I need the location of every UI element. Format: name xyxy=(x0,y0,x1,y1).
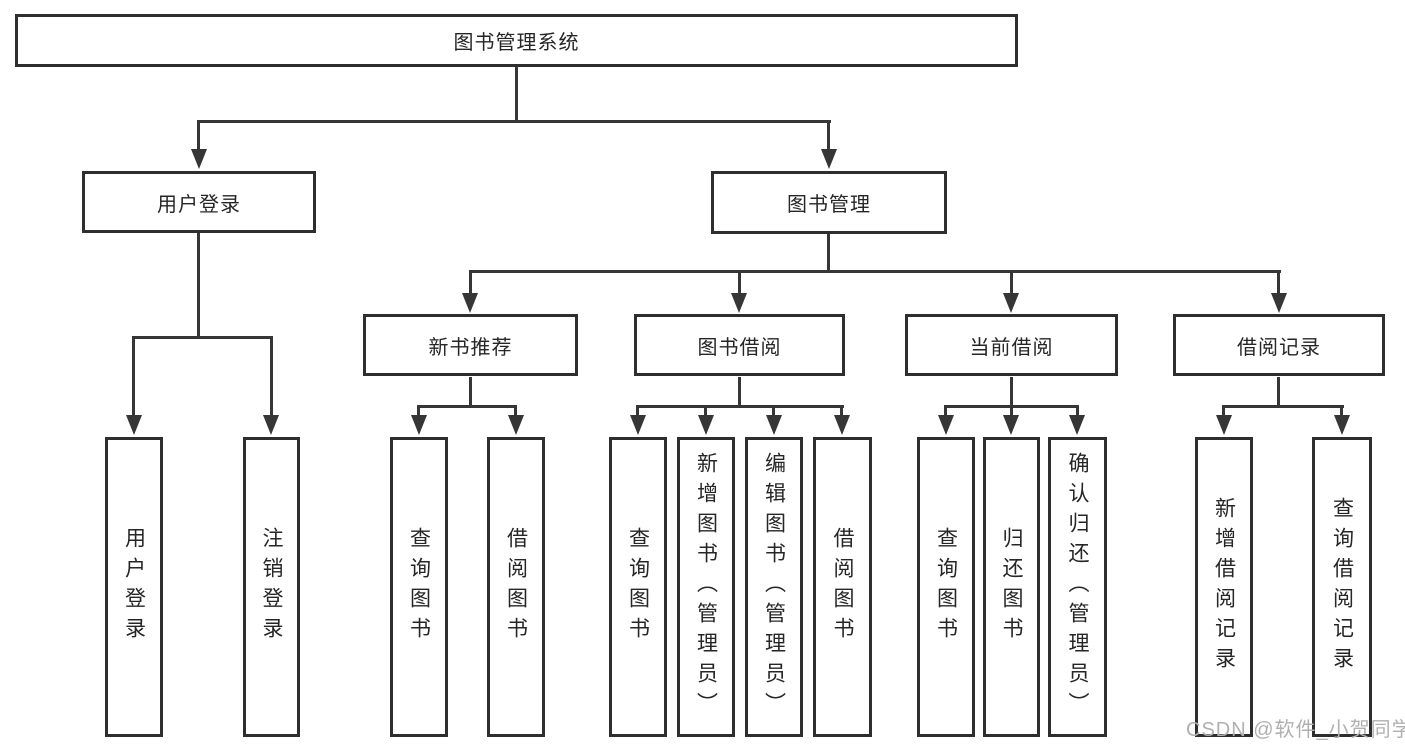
connector-trunk xyxy=(1010,377,1013,407)
connector-rail xyxy=(418,405,517,408)
connector-stem xyxy=(1076,405,1079,417)
node-library-system: 图书管理系统 xyxy=(15,14,1018,67)
node-bb-edit-books-admin: 编辑图书（管理员） xyxy=(745,437,803,737)
connector-rail xyxy=(1222,405,1344,408)
arrowhead-down-icon xyxy=(126,415,142,435)
arrowhead-down-icon xyxy=(263,415,279,435)
connector-stem xyxy=(636,405,639,417)
connector-trunk xyxy=(469,377,472,407)
node-bb-borrow-books: 借阅图书 xyxy=(813,437,872,737)
arrowhead-down-icon xyxy=(1069,415,1085,435)
connector-stem xyxy=(1222,405,1225,417)
node-label: 借阅图书 xyxy=(831,527,854,647)
connector-trunk xyxy=(1277,377,1280,407)
connector-trunk xyxy=(738,377,741,407)
connector-stem xyxy=(738,270,741,294)
arrowhead-down-icon xyxy=(191,149,207,169)
connector-stem xyxy=(704,405,707,417)
connector-rail xyxy=(637,405,844,408)
arrowhead-down-icon xyxy=(731,293,747,313)
node-label: 归还图书 xyxy=(1000,527,1023,647)
connector-stem xyxy=(417,405,420,417)
node-label: 注销登录 xyxy=(260,527,283,647)
node-cb-return-books: 归还图书 xyxy=(983,437,1040,737)
connector-stem xyxy=(1340,405,1343,417)
node-label: 新书推荐 xyxy=(428,336,513,359)
connector-stem xyxy=(1010,270,1013,294)
connector-l3-rail xyxy=(469,270,1281,273)
node-nbr-borrow-books: 借阅图书 xyxy=(487,437,545,737)
connector-root-trunk xyxy=(515,66,518,122)
connector-stem xyxy=(1010,405,1013,417)
node-login: 用户登录 xyxy=(105,437,163,737)
node-label: 用户登录 xyxy=(157,193,241,216)
connector-stem xyxy=(197,120,200,150)
connector-stem xyxy=(132,336,135,416)
node-label: 图书管理 xyxy=(787,194,871,216)
arrowhead-down-icon xyxy=(766,415,782,435)
node-cb-query-books: 查询图书 xyxy=(917,437,975,737)
arrowhead-down-icon xyxy=(1271,293,1287,313)
arrowhead-down-icon xyxy=(1003,293,1019,313)
node-cb-confirm-return-admin: 确认归还（管理员） xyxy=(1048,437,1107,737)
node-user-login: 用户登录 xyxy=(82,171,316,233)
node-nbr-query-books: 查询图书 xyxy=(390,437,448,737)
node-book-borrowing: 图书借阅 xyxy=(634,314,845,376)
node-label: 借阅记录 xyxy=(1237,336,1321,359)
arrowhead-down-icon xyxy=(938,415,954,435)
arrowhead-down-icon xyxy=(462,293,478,313)
node-bb-add-books-admin: 新增图书（管理员） xyxy=(677,437,735,737)
connector-user-login-trunk xyxy=(197,233,200,338)
node-label: 查询图书 xyxy=(407,527,431,647)
arrowhead-down-icon xyxy=(1003,415,1019,435)
node-label: 用户登录 xyxy=(122,527,146,647)
node-br-add-record: 新增借阅记录 xyxy=(1195,437,1253,737)
arrowhead-down-icon xyxy=(1216,415,1232,435)
connector-stem xyxy=(1277,270,1280,294)
arrowhead-down-icon xyxy=(821,149,837,169)
arrowhead-down-icon xyxy=(834,415,850,435)
node-br-query-record: 查询借阅记录 xyxy=(1312,437,1372,737)
node-logout: 注销登录 xyxy=(243,437,300,737)
node-book-management: 图书管理 xyxy=(711,171,947,234)
arrowhead-down-icon xyxy=(1334,415,1350,435)
node-bb-query-books: 查询图书 xyxy=(609,437,667,737)
node-label: 新增借阅记录 xyxy=(1212,497,1236,677)
arrowhead-down-icon xyxy=(411,415,427,435)
watermark: CSDN @软件_小贺同学 xyxy=(1186,719,1405,741)
node-borrow-records: 借阅记录 xyxy=(1173,314,1385,376)
node-current-borrowing: 当前借阅 xyxy=(905,314,1118,376)
node-label: 确认归还（管理员） xyxy=(1066,452,1089,722)
connector-book-mgmt-trunk xyxy=(827,234,830,272)
connector-stem xyxy=(772,405,775,417)
node-label: 查询借阅记录 xyxy=(1330,497,1354,677)
arrowhead-down-icon xyxy=(630,415,646,435)
connector-stem xyxy=(469,270,472,294)
connector-stem xyxy=(270,336,273,416)
connector-stem xyxy=(944,405,947,417)
arrowhead-down-icon xyxy=(698,415,714,435)
node-label: 借阅图书 xyxy=(504,527,528,647)
node-label: 图书管理系统 xyxy=(453,32,580,54)
node-label: 查询图书 xyxy=(626,527,650,647)
node-label: 查询图书 xyxy=(934,527,958,647)
node-new-book-recommend: 新书推荐 xyxy=(363,314,578,376)
node-label: 当前借阅 xyxy=(969,336,1054,359)
connector-stem xyxy=(840,405,843,417)
connector-user-login-rail xyxy=(132,336,273,339)
connector-stem xyxy=(514,405,517,417)
connector-stem xyxy=(827,120,830,150)
node-label: 图书借阅 xyxy=(697,336,782,359)
node-label: 新增图书（管理员） xyxy=(694,452,718,722)
node-label: 编辑图书（管理员） xyxy=(762,452,786,722)
connector-l2-rail xyxy=(197,120,831,123)
arrowhead-down-icon xyxy=(508,415,524,435)
